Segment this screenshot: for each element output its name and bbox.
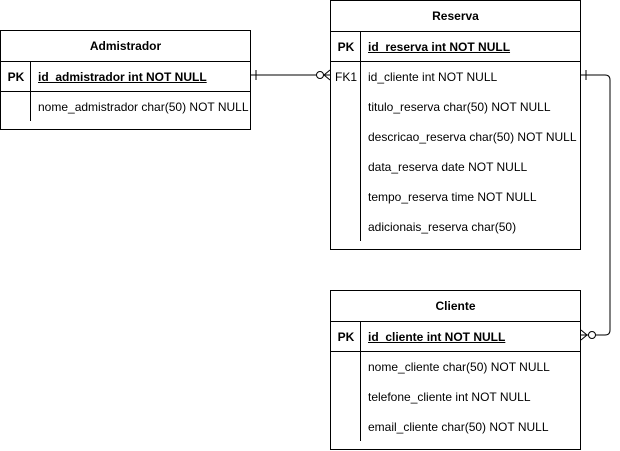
- key-column-divider: [360, 31, 361, 241]
- field-row: data_reserva date NOT NULL: [331, 152, 580, 182]
- crow-foot-marker: [323, 69, 331, 76]
- field-text: nome_admistrador char(50) NOT NULL: [38, 100, 249, 114]
- fk-key-label: FK1: [334, 70, 357, 84]
- entity-administrador[interactable]: Admistrador PK id_admistrador int NOT NU…: [0, 30, 251, 130]
- pk-key-label: PK: [7, 70, 25, 84]
- relationship-reserva-cliente[interactable]: [580, 70, 611, 341]
- pk-row: PK id_admistrador int NOT NULL: [1, 62, 250, 92]
- field-row: descricao_reserva char(50) NOT NULL: [331, 122, 580, 152]
- crow-foot-marker: [323, 74, 331, 81]
- field-text: adicionais_reserva char(50): [368, 220, 517, 234]
- zero-marker: [588, 331, 596, 339]
- pk-field: id_admistrador int NOT NULL: [38, 70, 207, 84]
- field-text: telefone_cliente int NOT NULL: [368, 390, 531, 404]
- field-row: email_cliente char(50) NOT NULL: [331, 412, 580, 442]
- field-row: nome_admistrador char(50) NOT NULL: [1, 92, 250, 122]
- field-text: data_reserva date NOT NULL: [368, 160, 528, 174]
- field-row: tempo_reserva time NOT NULL: [331, 182, 580, 212]
- key-column-divider: [360, 321, 361, 441]
- pk-key-label: PK: [337, 330, 355, 344]
- pk-key-label: PK: [337, 40, 355, 54]
- entity-title: Cliente: [331, 291, 580, 322]
- field-text: id_cliente int NOT NULL: [368, 70, 498, 84]
- field-row: adicionais_reserva char(50): [331, 212, 580, 242]
- field-text: titulo_reserva char(50) NOT NULL: [368, 100, 551, 114]
- field-text: tempo_reserva time NOT NULL: [368, 190, 537, 204]
- pk-row: PK id_reserva int NOT NULL: [331, 32, 580, 62]
- field-row: telefone_cliente int NOT NULL: [331, 382, 580, 412]
- field-text: nome_cliente char(50) NOT NULL: [368, 360, 550, 374]
- field-row: nome_cliente char(50) NOT NULL: [331, 352, 580, 382]
- field-text: email_cliente char(50) NOT NULL: [368, 420, 549, 434]
- pk-field: id_cliente int NOT NULL: [368, 330, 506, 344]
- field-row: titulo_reserva char(50) NOT NULL: [331, 92, 580, 122]
- field-text: descricao_reserva char(50) NOT NULL: [368, 130, 577, 144]
- crow-foot-marker: [580, 329, 588, 336]
- relationship-administrador-reserva[interactable]: [251, 69, 331, 81]
- entity-cliente[interactable]: Cliente PK id_cliente int NOT NULL nome_…: [330, 290, 581, 450]
- relationship-line: [581, 74, 611, 336]
- key-column-divider: [30, 61, 31, 121]
- entity-reserva[interactable]: Reserva PK id_reserva int NOT NULL FK1 i…: [330, 0, 581, 250]
- pk-row: PK id_cliente int NOT NULL: [331, 322, 580, 352]
- field-row: FK1 id_cliente int NOT NULL: [331, 62, 580, 92]
- pk-field: id_reserva int NOT NULL: [368, 40, 511, 54]
- crow-foot-marker: [580, 334, 588, 341]
- entity-title: Reserva: [331, 1, 580, 32]
- entity-title: Admistrador: [1, 31, 250, 62]
- zero-marker: [316, 71, 324, 79]
